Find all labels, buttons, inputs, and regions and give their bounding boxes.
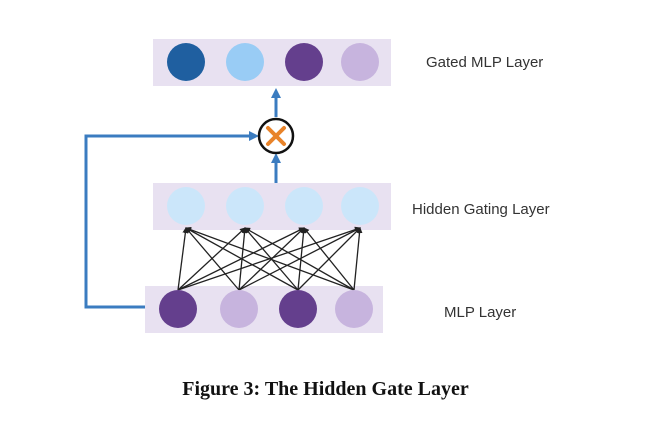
hidden-gating-layer-node-3 [285,187,323,225]
hidden-gating-layer-node-2 [226,187,264,225]
mlp-layer-node-1 [159,290,197,328]
mlp-layer-label: MLP Layer [444,304,517,321]
hidden-gating-layer-node-4 [341,187,379,225]
mlp-layer-node-3 [279,290,317,328]
connection-4-1 [185,226,355,291]
hidden-gating-layer-label: Hidden Gating Layer [412,201,550,218]
skip-connection-arrow [84,131,259,309]
figure-caption: Figure 3: The Hidden Gate Layer [182,378,469,400]
gated-mlp-layer-node-4 [341,43,379,81]
mlp-layer-node-4 [335,290,373,328]
hidden-gating-layer-nodes [167,187,379,225]
multiply-gate-icon [257,117,295,155]
connection-4-2 [244,227,355,291]
full-connections [177,226,363,291]
gated-mlp-layer-nodes [167,43,379,81]
mlp-layer-nodes [159,290,373,328]
gated-mlp-layer-node-3 [285,43,323,81]
gated-mlp-layer-node-2 [226,43,264,81]
connection-4-3 [303,227,355,291]
connection-2-1 [185,227,240,291]
gated-mlp-layer-label: Gated MLP Layer [426,54,544,71]
gated-mlp-layer-node-1 [167,43,205,81]
mlp-layer-node-2 [220,290,258,328]
connection-4-4 [353,227,363,291]
connection-1-1 [177,227,189,291]
connection-1-2 [177,227,246,291]
connection-3-1 [185,227,299,291]
connection-3-3 [297,227,307,291]
hidden-gating-layer-node-1 [167,187,205,225]
